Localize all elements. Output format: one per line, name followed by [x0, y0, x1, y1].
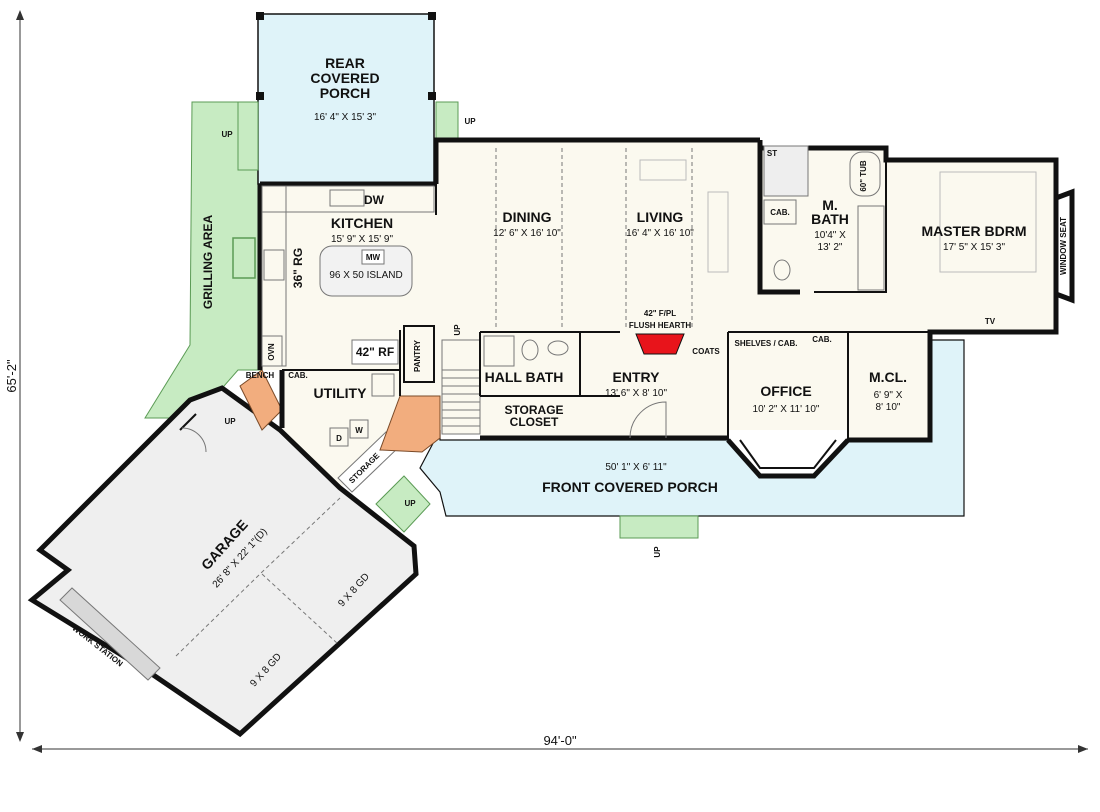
dryer [329, 427, 349, 447]
up-label-rear-right: UP [464, 117, 476, 126]
tv-label: TV [985, 317, 996, 326]
work-station [59, 587, 161, 681]
oven-label: OVN [267, 343, 276, 361]
dw-label: DW [364, 193, 385, 207]
master-closet-size-1: 6' 9" X [874, 390, 903, 401]
main-stair [379, 395, 441, 453]
up-label-front: UP [653, 546, 662, 558]
storage-closet-label-1: STORAGE [504, 403, 563, 417]
hall-bath-label: HALL BATH [485, 369, 564, 385]
master-bdrm-label: MASTER BDRM [922, 223, 1027, 239]
front-porch-label: FRONT COVERED PORCH [542, 479, 718, 495]
up-label-rear-left: UP [221, 130, 233, 139]
office-size: 10' 2" X 11' 10" [753, 404, 820, 415]
oven [261, 335, 283, 367]
master-bdrm-size: 17' 5" X 15' 3" [943, 242, 1006, 253]
living-size: 16' 4" X 16' 10" [626, 228, 694, 239]
up-label-side: UP [404, 499, 416, 508]
coats-label: COATS [692, 347, 720, 356]
kitchen-island [319, 245, 413, 297]
hall-bath-tub [483, 335, 515, 367]
width-dimension: 94'-0" [543, 733, 577, 748]
grilling-area-label: GRILLING AREA [201, 215, 215, 310]
dining-size: 12' 6" X 16' 10" [493, 228, 561, 239]
side-entry-pad [375, 475, 431, 533]
hall-bath-sink [547, 340, 569, 356]
shower-label: ST [767, 149, 777, 158]
tub-label: 60" TUB [859, 160, 868, 192]
master-bath-label-1: M. [822, 197, 838, 213]
window-seat-label: WINDOW SEAT [1059, 217, 1068, 275]
hearth [635, 333, 685, 355]
dimension-lines [16, 10, 1088, 753]
entry-label: ENTRY [613, 369, 661, 385]
rear-step-left [237, 101, 259, 171]
kitchen-label: KITCHEN [331, 215, 393, 231]
up-label-garage: UP [224, 417, 236, 426]
stair-upper [441, 339, 481, 435]
grill-icon [232, 237, 256, 279]
rear-porch-size: 16' 4" X 15' 3" [314, 112, 377, 123]
vanity [857, 205, 885, 291]
shelves-label: SHELVES / CAB. [735, 339, 798, 348]
utility-label: UTILITY [314, 385, 368, 401]
master-toilet [773, 259, 791, 281]
microwave [361, 249, 385, 265]
island-label: 96 X 50 ISLAND [329, 270, 402, 281]
master-closet-label: M.CL. [869, 369, 907, 385]
depth-dimension: 65'-2" [4, 359, 19, 393]
master-bath-size-1: 10'4" X [814, 230, 846, 241]
entry-size: 13' 6" X 8' 10" [605, 388, 668, 399]
range [263, 249, 285, 281]
utility-sink [371, 373, 395, 397]
washer [349, 419, 369, 439]
rear-step-right [435, 101, 459, 139]
rear-porch-label-2: COVERED [310, 70, 379, 86]
office-label: OFFICE [760, 383, 811, 399]
pantry-label: PANTRY [413, 339, 422, 372]
master-bath-size-2: 13' 2" [818, 242, 843, 253]
up-label-stair: UP [453, 324, 462, 336]
front-step [619, 515, 699, 539]
master-bath-cab [763, 199, 797, 225]
range-label: 36" RG [291, 248, 305, 288]
shower [763, 145, 809, 197]
fireplace-label: 42" F/PL [644, 309, 676, 318]
fridge [351, 339, 399, 365]
mw-label: MW [366, 253, 381, 262]
rear-porch-label-1: REAR [325, 55, 365, 71]
dining-label: DINING [503, 209, 552, 225]
dryer-label: D [336, 434, 342, 443]
washer-label: W [355, 426, 363, 435]
front-porch-size: 50' 1" X 6' 11" [605, 462, 667, 473]
sofa [639, 159, 687, 181]
master-bath-label-2: BATH [811, 211, 849, 227]
master-closet-size-2: 8' 10" [876, 402, 901, 413]
bench-label: BENCH [246, 371, 275, 380]
kitchen-sink [329, 189, 365, 207]
living-label: LIVING [637, 209, 684, 225]
armchair [707, 191, 729, 273]
bed [939, 171, 1037, 273]
fridge-label: 42" RF [356, 345, 394, 359]
utility-cab-label: CAB. [288, 371, 308, 380]
hearth-label: FLUSH HEARTH [629, 321, 691, 330]
tub [849, 151, 881, 197]
kitchen-size: 15' 9" X 15' 9" [331, 234, 394, 245]
hall-bath-toilet [521, 339, 539, 361]
office-cab-label: CAB. [812, 335, 832, 344]
rear-porch-label-3: PORCH [320, 85, 371, 101]
master-bath-cab-label: CAB. [770, 208, 790, 217]
storage-closet-label-2: CLOSET [510, 415, 559, 429]
